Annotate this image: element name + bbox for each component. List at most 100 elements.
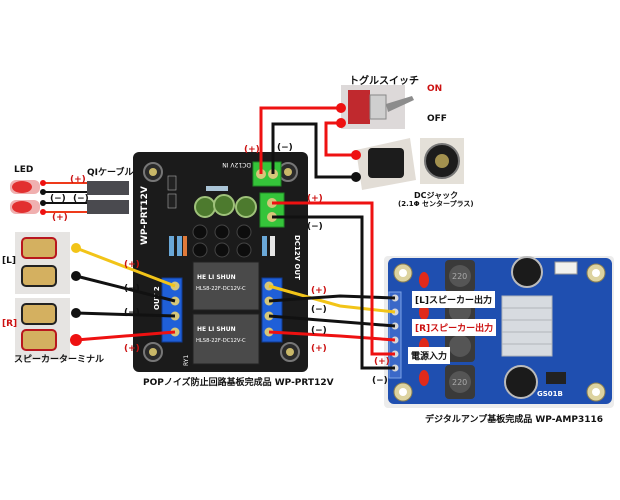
polarity-plus: (+) — [124, 260, 140, 270]
diode — [183, 236, 187, 256]
transistor — [214, 224, 230, 240]
dc-jack-center-pin — [435, 154, 449, 168]
inductor-core — [449, 371, 471, 393]
silk-dc-in: DC12V IN — [222, 161, 251, 168]
mount-hole-pad — [286, 348, 294, 356]
mount-hole-center — [399, 388, 407, 396]
diode — [270, 236, 275, 256]
led-label: LED — [14, 165, 34, 175]
resistors — [169, 186, 275, 256]
wire-out-r-plus — [268, 330, 396, 342]
transistor — [192, 224, 208, 240]
capacitor — [419, 370, 429, 386]
speaker-terminals — [15, 232, 70, 360]
polarity-minus: (−) — [124, 284, 140, 294]
relay-lower — [192, 313, 260, 365]
relay-upper — [192, 261, 260, 311]
connector-white — [554, 261, 578, 275]
relay-model: HLS8-22F-DC12V-C — [196, 338, 246, 344]
wire-r-plus — [75, 330, 176, 342]
relay-body — [192, 261, 260, 311]
dc-jack-sublabel: (2.1Φ センタープラス) — [398, 200, 474, 208]
amp-l-output-label: [L]スピーカー出力 — [412, 291, 495, 308]
speaker-terminal-label: スピーカーターミナル — [14, 355, 105, 365]
wire-dot — [336, 118, 346, 128]
polarity-minus: (−) — [311, 305, 327, 315]
terminal-r-plus — [21, 329, 57, 351]
polarity-minus: (−) — [277, 143, 293, 153]
capacitor — [419, 304, 429, 320]
wire-l-plus-yellow — [75, 246, 176, 288]
toggle-switch-bushing — [369, 94, 387, 120]
capacitor — [213, 194, 235, 216]
silk-gs01b: GS01B — [537, 390, 563, 398]
capacitor-large — [511, 256, 543, 288]
transistor — [236, 224, 252, 240]
dc-jack — [356, 138, 464, 190]
electrolytic-capacitors — [194, 194, 257, 218]
capacitor — [235, 196, 257, 218]
wire-r-minus — [75, 311, 176, 318]
polarity-plus: (+) — [311, 286, 327, 296]
resistor — [262, 236, 267, 256]
toggle-switch-lever — [386, 96, 414, 112]
transistors — [192, 224, 252, 258]
wire-dc-out-plus — [272, 201, 395, 356]
toggle-switch — [341, 85, 414, 129]
wire-dot — [336, 103, 346, 113]
wire-dot — [71, 308, 81, 318]
inductor-value: 220 — [452, 272, 467, 281]
mount-hole-pad — [284, 168, 292, 176]
inductor-core — [449, 335, 471, 357]
relay-model: HLS8-22F-DC12V-C — [196, 286, 246, 292]
amp-input-header — [388, 291, 402, 379]
polarity-plus: (+) — [70, 175, 86, 185]
wire-dot — [71, 243, 81, 253]
led-2 — [12, 201, 32, 213]
wire-dot — [40, 209, 46, 215]
toggle-switch-base — [348, 90, 370, 124]
wire-out-l-minus — [268, 294, 396, 303]
polarity-minus: (−) — [307, 222, 323, 232]
capacitor — [194, 196, 216, 218]
wire-dot — [40, 200, 46, 206]
wire-dc-in-minus — [271, 122, 356, 179]
polarity-minus: (−) — [311, 326, 327, 336]
relay-body — [192, 313, 260, 365]
polarity-minus: (−) — [50, 194, 66, 204]
wire-dots — [70, 103, 361, 346]
mount-hole-center — [399, 269, 407, 277]
wire-dot — [351, 172, 361, 182]
amp-r-output-label: [R]スピーカー出力 — [412, 319, 497, 336]
heatsink — [501, 295, 553, 357]
qi-connector-2 — [87, 200, 129, 214]
transistor — [236, 242, 252, 258]
wire-out-l-plus-yellow — [268, 284, 396, 314]
terminal-speaker-out — [261, 277, 283, 343]
mount-hole-pad — [149, 348, 157, 356]
switch-on-label: ON — [427, 84, 443, 94]
polarity-minus: (−) — [372, 376, 388, 386]
right-channel-label: [R] — [2, 319, 18, 329]
wires — [75, 106, 396, 370]
pop-board: WP-PRT12V DC12V OUT DC12V IN OUT 2 HE LI… — [133, 152, 308, 372]
resistor — [177, 236, 182, 256]
wire-out-r-minus — [268, 314, 396, 328]
resistor-r4 — [206, 186, 228, 191]
left-channel-label: [L] — [2, 256, 16, 266]
transistor — [214, 242, 230, 258]
amp-board-caption: デジタルアンプ基板完成品 WP-AMP3116 — [425, 415, 603, 425]
terminal-l-plus — [21, 237, 57, 259]
wire-dot — [71, 271, 81, 281]
dc-jack-body — [368, 148, 404, 178]
pop-board-name-silk: WP-PRT12V — [140, 186, 150, 245]
red-capacitors — [419, 272, 429, 386]
wire-l-minus — [75, 274, 176, 303]
diode — [546, 372, 566, 384]
switch-off-label: OFF — [427, 114, 447, 124]
terminal-l-minus — [21, 265, 57, 287]
led-header — [167, 193, 177, 209]
wire-dot — [40, 180, 46, 186]
led-1 — [12, 181, 32, 193]
